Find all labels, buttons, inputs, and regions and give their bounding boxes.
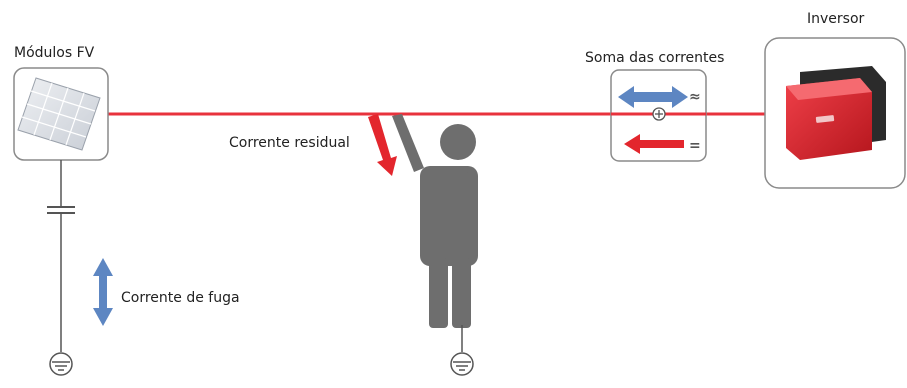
leakage-current-label: Corrente de fuga (121, 290, 240, 306)
ammeter-icon (652, 107, 666, 121)
dc-current-arrow (624, 134, 684, 154)
current-sum-label: Soma das correntes (585, 50, 724, 66)
residual-current-label: Corrente residual (229, 135, 350, 151)
ground-icon (49, 352, 73, 376)
leakage-current-arrow (93, 258, 113, 326)
residual-current-arrow (368, 114, 397, 176)
solar-panel-icon (17, 77, 101, 151)
ac-symbol: ≈ (689, 89, 701, 105)
person-icon (392, 114, 478, 328)
ground-icon (450, 352, 474, 376)
inverter-icon (786, 66, 886, 160)
inverter-label: Inversor (807, 11, 865, 27)
dc-symbol: = (689, 138, 701, 154)
pv-modules-label: Módulos FV (14, 45, 95, 61)
capacitor-icon (47, 206, 75, 214)
ac-current-arrow (618, 86, 688, 108)
